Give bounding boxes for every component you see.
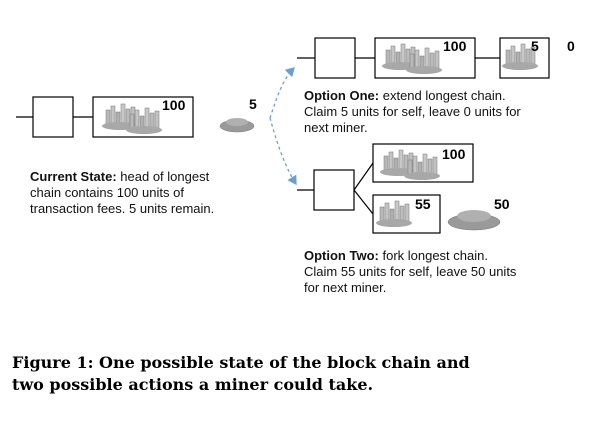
option-one-new-fee: 5: [531, 38, 539, 54]
block-previous: [314, 37, 356, 79]
option-two-body: fork longest chain. Claim 55 units for s…: [304, 248, 517, 295]
arrow-option-one: [269, 67, 295, 119]
coin-pile-top: [226, 118, 248, 126]
option-two-head-fee: 100: [442, 146, 466, 162]
option-one-remaining: 0: [567, 38, 575, 54]
option-one-body: extend longest chain. Claim 5 units for …: [304, 88, 521, 135]
block-previous: [32, 96, 74, 138]
block-previous: [313, 169, 355, 211]
current-state-body: head of longest chain contains 100 units…: [30, 169, 215, 216]
current-state-description: Current State: head of longest chain con…: [30, 169, 280, 217]
coin-pile-top: [457, 210, 491, 222]
current-head-fee: 100: [162, 97, 186, 113]
current-state-heading: Current State:: [30, 169, 117, 184]
option-two-chain: [297, 143, 501, 234]
arrow-option-two: [269, 117, 297, 186]
option-one-head-fee: 100: [443, 38, 467, 54]
block-chain-diagram: [16, 37, 550, 234]
option-two-fork-fee: 55: [415, 196, 431, 212]
option-one-description: Option One: extend longest chain. Claim …: [304, 88, 594, 136]
current-remaining: 5: [249, 96, 257, 112]
option-two-heading: Option Two:: [304, 248, 379, 263]
current-chain: [16, 96, 255, 138]
option-one-chain: [297, 37, 550, 79]
figure-caption: Figure 1: One possible state of the bloc…: [12, 353, 470, 394]
option-two-description: Option Two: fork longest chain. Claim 55…: [304, 248, 594, 296]
option-one-heading: Option One:: [304, 88, 380, 103]
option-two-remaining: 50: [494, 196, 510, 212]
